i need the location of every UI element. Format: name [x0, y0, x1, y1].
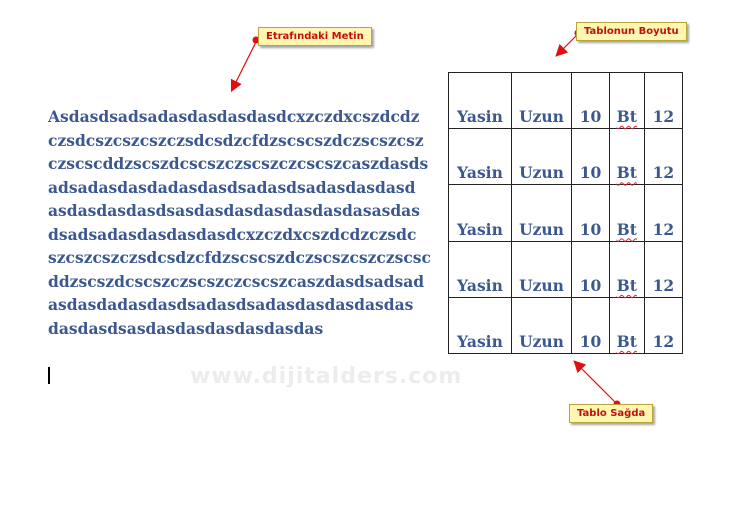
table-cell[interactable]: Uzun	[510, 71, 573, 130]
cell-text: Bt	[616, 332, 637, 351]
cell-text: Uzun	[519, 107, 564, 127]
cell-text: 10	[579, 219, 602, 239]
cell-text: 10	[579, 275, 602, 295]
document-body[interactable]: Asdasdsadsadasdasdasdasdcxzczdxcszdcdz c…	[48, 105, 440, 340]
table-cell[interactable]: Bt	[608, 128, 645, 186]
table-cell[interactable]: Uzun	[510, 128, 573, 186]
callout-surrounding-text: Etrafındaki Metin	[258, 27, 372, 46]
text-line: Asdasdsadsadasdasdasdasdcxzczdxcszdcdz	[48, 107, 420, 126]
cell-text: 10	[579, 332, 602, 351]
cell-text: Bt	[616, 275, 637, 295]
cell-text: Yasin	[457, 219, 503, 239]
arrow-to-text	[230, 41, 257, 93]
table-cell[interactable]: 10	[571, 184, 610, 242]
text-line: czsdcszcszcszczsdcsdzcfdzscscszdczscszcs…	[48, 130, 424, 150]
text-line: adsadasdasdadasdasdsadasdsadasdasdasd	[48, 177, 416, 197]
text-line: asdasdadasdasdsadasdsadasdasdasdasdas	[48, 295, 414, 314]
table-cell[interactable]: Yasin	[448, 240, 512, 298]
table-row: Yasin Uzun 10 Bt 12	[448, 240, 684, 298]
table-cell[interactable]: 12	[643, 240, 684, 298]
table-cell[interactable]: 12	[643, 128, 684, 186]
table-cell[interactable]: Uzun	[510, 184, 573, 242]
text-cursor	[48, 367, 50, 384]
text-line: dsadsadasdasdasdasdcxzczdxcszdcdzczsdc	[48, 224, 417, 244]
cell-text: Yasin	[457, 107, 503, 127]
table-cell[interactable]: Bt	[608, 240, 645, 298]
cell-text: Yasin	[457, 332, 503, 351]
cell-text: Uzun	[519, 163, 564, 183]
cell-text: 12	[652, 219, 675, 239]
table-cell[interactable]: Uzun	[510, 240, 573, 298]
table-cell[interactable]: 12	[643, 296, 684, 355]
watermark: www.dijitalders.com	[190, 364, 463, 389]
cell-text: 12	[652, 275, 675, 295]
table-row: Yasin Uzun 10 Bt 12	[448, 128, 684, 186]
text-line: szcszcszczsdcsdzcfdzscscszdczscszcszczsc…	[48, 248, 431, 267]
table-cell[interactable]: Yasin	[448, 296, 512, 355]
table-row: Yasin Uzun 10 Bt 12	[448, 296, 684, 355]
table-row: Yasin Uzun 10 Bt 12	[448, 71, 684, 130]
arrow-dot	[252, 36, 260, 44]
table-cell[interactable]: Yasin	[448, 184, 512, 242]
cell-text: 10	[579, 163, 602, 183]
cell-text: Bt	[616, 107, 637, 127]
table-row: Yasin Uzun 10 Bt 12	[448, 184, 684, 242]
callout-table-size: Tablonun Boyutu	[576, 22, 687, 41]
text-line: ddzscszdcscszczscszczcscszcaszdasdsadsad	[48, 271, 425, 291]
cell-text: Uzun	[519, 332, 564, 351]
cell-text: Bt	[616, 163, 637, 183]
table-cell[interactable]: Uzun	[510, 296, 573, 355]
text-line: czscscddzscszdcscszczscszczcscszcaszdasd…	[48, 154, 429, 173]
cell-text: Yasin	[457, 275, 503, 295]
cell-text: 12	[652, 332, 675, 351]
table-cell[interactable]: 10	[571, 128, 610, 186]
arrow-to-table-right	[573, 360, 616, 403]
table-cell[interactable]: Bt	[608, 184, 645, 242]
table-cell[interactable]: Yasin	[448, 71, 512, 130]
arrow-to-table-size	[555, 34, 578, 57]
text-line: asdasdasdasdsasdasdasdasdasdasdasasdas	[48, 201, 420, 220]
cell-text: Uzun	[519, 219, 564, 239]
cell-text: Yasin	[457, 163, 503, 183]
cell-text: 12	[652, 163, 675, 183]
table-cell[interactable]: 12	[643, 184, 684, 242]
cell-text: Uzun	[519, 275, 564, 295]
cell-text: 10	[579, 107, 602, 127]
callout-table-right: Tablo Sağda	[569, 404, 654, 423]
cell-text: Bt	[616, 219, 637, 239]
cell-text: 12	[652, 107, 675, 127]
text-line: dasdasdsasdasdasdasdasdasdas	[48, 318, 324, 338]
